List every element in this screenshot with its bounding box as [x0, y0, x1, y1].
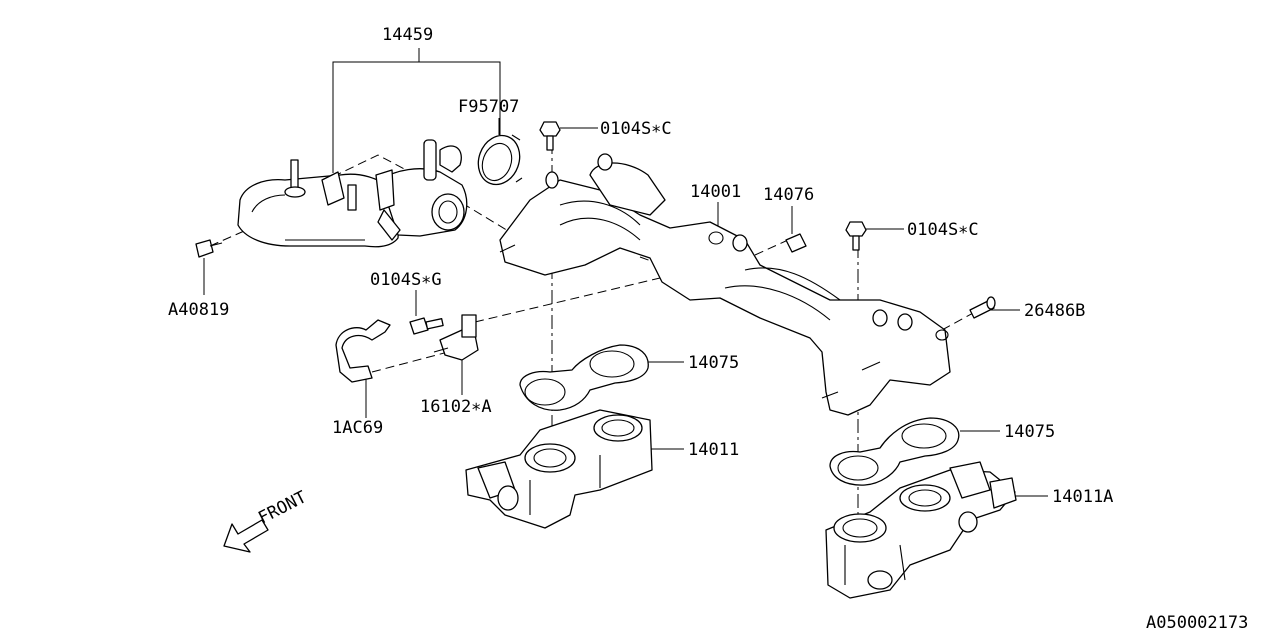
front-label: FRONT — [255, 487, 310, 528]
front-arrow — [223, 519, 269, 553]
bolt-0104SG[interactable] — [409, 317, 444, 335]
part-labels: 14459 F95707 0104S∗C 14001 14076 0104S∗C… — [168, 25, 1248, 633]
plug-14076[interactable] — [785, 233, 807, 253]
gasket-14075-b[interactable] — [829, 417, 960, 486]
hose-clamp[interactable] — [472, 130, 527, 191]
throttle-body-14011[interactable] — [465, 409, 653, 529]
label-14075-b[interactable]: 14075 — [1004, 422, 1055, 442]
arrow-left-icon — [223, 519, 269, 553]
label-F95707[interactable]: F95707 — [458, 97, 519, 117]
diagram-code: A050002173 — [1146, 613, 1248, 633]
air-intake-assembly[interactable] — [237, 139, 468, 248]
label-14075-a[interactable]: 14075 — [688, 353, 739, 373]
sensor-16102A[interactable] — [433, 314, 479, 361]
label-1AC69[interactable]: 1AC69 — [332, 418, 383, 438]
pipe-26486B[interactable] — [969, 296, 996, 319]
bolt-A40819[interactable] — [195, 239, 223, 258]
bolt-0104SC-a[interactable] — [539, 121, 561, 151]
label-0104SG[interactable]: 0104S∗G — [370, 270, 442, 290]
gasket-14075-a[interactable] — [519, 344, 649, 411]
label-0104SC-a[interactable]: 0104S∗C — [600, 119, 672, 139]
label-16102A[interactable]: 16102∗A — [420, 397, 492, 417]
label-0104SC-b[interactable]: 0104S∗C — [907, 220, 979, 240]
intake-manifold[interactable] — [499, 153, 951, 416]
leader-lines — [203, 48, 1048, 497]
label-14001[interactable]: 14001 — [690, 182, 741, 202]
throttle-body-14011A[interactable] — [825, 461, 1017, 599]
hose-1AC69[interactable] — [335, 319, 391, 383]
leader-14459 — [332, 61, 501, 173]
label-14011A[interactable]: 14011A — [1052, 487, 1113, 507]
label-14011[interactable]: 14011 — [688, 440, 739, 460]
label-26486B[interactable]: 26486B — [1024, 301, 1085, 321]
label-A40819[interactable]: A40819 — [168, 300, 229, 320]
label-14459[interactable]: 14459 — [382, 25, 433, 45]
bolt-0104SC-b[interactable] — [845, 221, 867, 251]
label-14076[interactable]: 14076 — [763, 185, 814, 205]
